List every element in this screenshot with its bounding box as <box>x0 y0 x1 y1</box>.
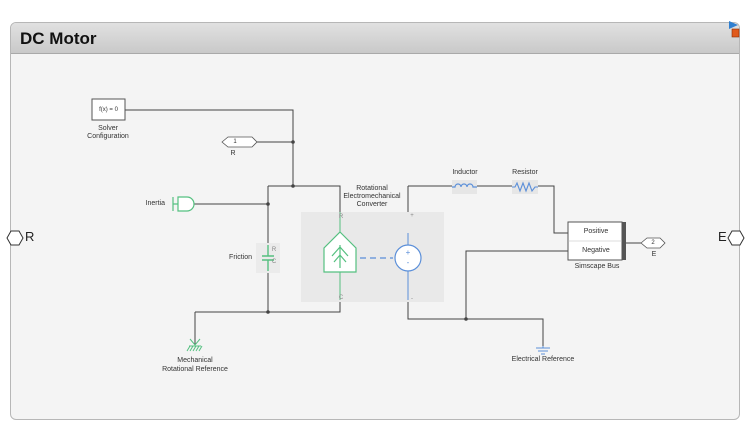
converter-mech-side[interactable] <box>323 212 357 300</box>
subsystem-title: DC Motor <box>20 29 97 48</box>
left-port-label: R <box>25 229 35 244</box>
inductor-label: Inductor <box>452 169 478 176</box>
title-bar: DC Motor <box>11 23 739 54</box>
subsystem-frame: DC Motor <box>10 22 740 420</box>
friction-port-c: C <box>271 259 277 265</box>
hexagon-port-icon[interactable] <box>6 230 24 246</box>
converter-label-line2: Electromechanical <box>343 193 401 200</box>
goto-r-number: 1 <box>233 139 237 145</box>
goto-e-label: E <box>651 251 657 258</box>
inertia-label: Inertia <box>145 200 165 207</box>
mech-ref-label-line1: Mechanical <box>177 357 213 364</box>
converter-minus-terminal: - <box>411 296 413 302</box>
converter-plus-terminal: + <box>410 213 414 219</box>
solver-label-line1: Solver <box>98 125 118 132</box>
bus-positive-label: Positive <box>583 228 609 235</box>
goto-r-tag[interactable] <box>221 136 258 148</box>
simscape-bus-connector <box>622 222 626 260</box>
bus-negative-label: Negative <box>582 247 610 254</box>
elec-ref-label: Electrical Reference <box>511 356 575 363</box>
inertia-block[interactable] <box>172 196 195 212</box>
inductor-block[interactable] <box>452 180 477 194</box>
bus-label: Simscape Bus <box>574 263 620 270</box>
hexagon-port-icon[interactable] <box>727 230 745 246</box>
mech-ref-label-line2: Rotational Reference <box>162 366 228 373</box>
converter-label-line1: Rotational <box>356 185 388 192</box>
solver-expression: f(x) = 0 <box>99 107 118 113</box>
converter-label-line3: Converter <box>356 201 388 208</box>
source-minus-sign: - <box>406 258 410 267</box>
source-plus-sign: + <box>405 248 411 257</box>
goto-e-number: 2 <box>651 240 655 246</box>
converter-port-r: R <box>338 214 344 220</box>
junction-dots <box>266 140 468 321</box>
solver-label-line2: Configuration <box>87 133 129 140</box>
right-port-label: E <box>718 229 727 244</box>
converter-elec-side[interactable] <box>394 233 422 300</box>
mech-reference-icon[interactable] <box>186 338 203 352</box>
resistor-label: Resistor <box>512 169 538 176</box>
converter-port-c: C <box>338 295 344 301</box>
simulink-pointer-icon[interactable] <box>727 20 741 38</box>
converter-panel <box>301 212 444 302</box>
solver-config-block[interactable] <box>91 98 126 121</box>
elec-reference-icon[interactable] <box>536 346 550 355</box>
goto-e-tag[interactable] <box>640 237 666 249</box>
resistor-block[interactable] <box>512 180 538 194</box>
friction-port-r: R <box>271 247 277 253</box>
friction-label: Friction <box>229 254 252 261</box>
goto-r-label: R <box>230 150 236 157</box>
friction-block[interactable] <box>262 245 274 271</box>
